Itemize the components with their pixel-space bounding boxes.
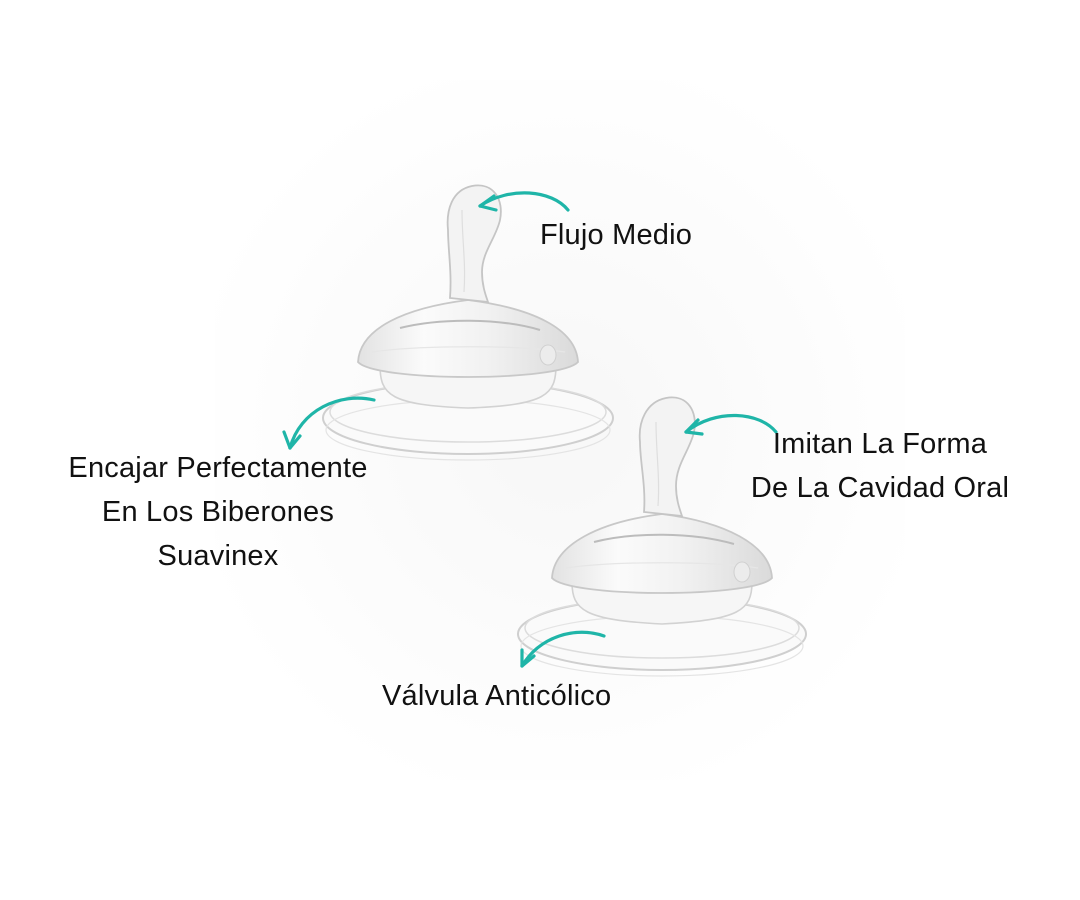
- label-flow: Flujo Medio: [540, 219, 693, 251]
- label-fit-line-1: Encajar Perfectamente: [68, 452, 368, 484]
- curved-arrow-icon: [478, 191, 570, 212]
- teat-front-nipple: [638, 396, 696, 518]
- teat-front: [517, 396, 807, 677]
- curved-arrow-icon: [684, 413, 778, 436]
- label-shape: Imitan La Forma De La Cavidad Oral: [712, 422, 1048, 510]
- label-fit-line-3: Suavinex: [157, 540, 279, 572]
- curved-arrow-icon: [282, 396, 376, 450]
- teat-back-dome: [357, 299, 579, 378]
- curved-arrow-icon: [520, 630, 606, 668]
- label-shape-line-2: De La Cavidad Oral: [750, 472, 1010, 504]
- teat-front-dome: [551, 513, 773, 594]
- label-shape-line-1: Imitan La Forma: [772, 428, 988, 460]
- label-valve: Válvula Anticólico: [382, 680, 612, 712]
- teat-back: [322, 184, 614, 461]
- label-fit-line-2: En Los Biberones: [101, 496, 335, 528]
- teat-back-nipple: [446, 184, 502, 304]
- label-fit: Encajar Perfectamente En Los Biberones S…: [28, 446, 408, 578]
